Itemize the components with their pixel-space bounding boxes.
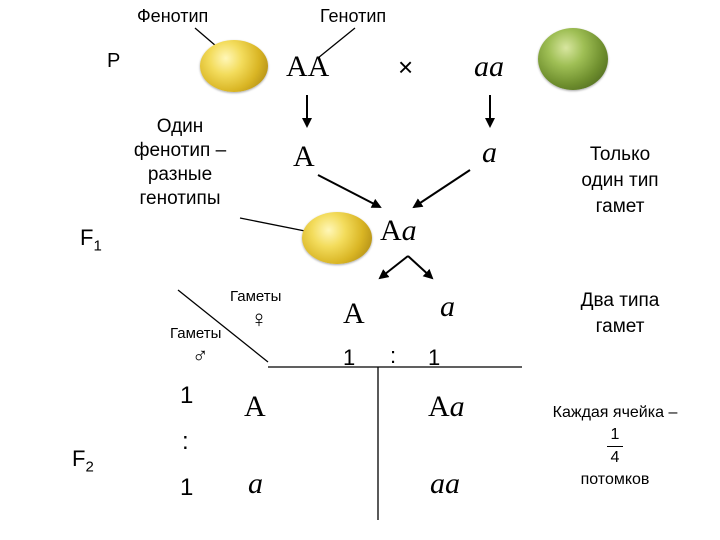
yellow-pea-f1-image <box>302 212 372 264</box>
row-ratio-top: 1 <box>180 382 194 409</box>
parent-genotype-AA: AA <box>286 50 330 83</box>
punnett-cell-aa: aa <box>430 467 460 501</box>
yellow-pea-parent-image <box>200 40 268 92</box>
gametes-male-label: Гаметы <box>170 325 222 342</box>
row-ratio-bottom: 1 <box>180 474 194 501</box>
row-ratio-sep: : <box>182 428 189 455</box>
col-ratio-sep: : <box>390 343 397 368</box>
genotype-pointer-line <box>317 27 356 59</box>
parent-gamete-A: A <box>293 140 315 173</box>
fraction-numerator: 1 <box>606 424 624 447</box>
row-gamete-A: A <box>244 390 266 423</box>
two-types-line-2: гамет <box>595 316 645 337</box>
col-gamete-A: A <box>343 297 365 330</box>
f1-note-line-1: Один <box>156 116 204 137</box>
cross-symbol: × <box>398 52 414 82</box>
f1-genotype-a: a <box>401 214 417 247</box>
parent-gamete-a: a <box>482 136 497 169</box>
genotype-label: Генотип <box>320 6 387 26</box>
two-gamete-types-note: Два типа гамет <box>540 288 700 340</box>
gametes-female-label: Гаметы <box>230 288 282 305</box>
f1-label-letter: F <box>80 225 94 250</box>
arrow-A-to-Aa <box>317 174 382 208</box>
one-type-line-2: один тип <box>581 170 659 191</box>
punnett-diagonal <box>177 289 269 363</box>
f1-note-pointer-line <box>239 217 311 233</box>
each-cell-note: Каждая ячейка – 1 4 потомков <box>530 402 700 491</box>
f1-label: F1 <box>80 225 102 254</box>
male-symbol: ♂ <box>192 343 209 368</box>
each-cell-line-1: Каждая ячейка – <box>552 404 678 421</box>
col-ratio-right: 1 <box>428 345 441 370</box>
row-gamete-a: a <box>248 467 263 500</box>
parents-label: P <box>107 50 121 72</box>
one-type-line-3: гамет <box>595 196 645 217</box>
f1-label-subscript: 1 <box>93 237 102 255</box>
parent-genotype-aa: aa <box>474 50 504 83</box>
two-types-line-1: Два типа <box>580 290 660 311</box>
punnett-cell-Aa: Aa <box>428 390 465 424</box>
cell-Aa-allele-1: A <box>428 390 450 423</box>
f1-genotype: Aa <box>380 214 417 248</box>
f1-note-line-4: генотипы <box>139 188 221 209</box>
cell-Aa-allele-2: a <box>449 390 465 423</box>
col-gamete-a: a <box>440 290 455 323</box>
f1-note: Один фенотип – разные генотипы <box>110 115 250 211</box>
col-ratio-left: 1 <box>343 345 356 370</box>
f1-note-line-3: разные <box>147 164 213 185</box>
female-symbol: ♀ <box>250 306 268 333</box>
green-pea-parent-image <box>538 28 608 90</box>
one-type-line-1: Только <box>589 144 651 165</box>
arrow-Aa-to-gametes-left <box>378 255 409 280</box>
f1-note-line-2: фенотип – <box>133 140 227 161</box>
fraction-denominator: 4 <box>610 449 620 466</box>
one-gamete-type-note: Только один тип гамет <box>540 142 700 220</box>
arrow-Aa-to-gametes-right <box>407 255 434 280</box>
quarter-fraction: 1 4 <box>606 424 624 469</box>
cell-aa-allele-1: a <box>430 467 445 500</box>
cell-aa-allele-2: a <box>445 467 460 500</box>
each-cell-line-3: потомков <box>580 471 650 488</box>
f1-genotype-A: A <box>380 214 402 247</box>
f2-label: F2 <box>72 446 94 475</box>
phenotype-label: Фенотип <box>137 6 209 26</box>
arrow-a-to-Aa <box>412 169 471 209</box>
f2-label-letter: F <box>72 446 86 471</box>
f2-label-subscript: 2 <box>85 458 94 476</box>
